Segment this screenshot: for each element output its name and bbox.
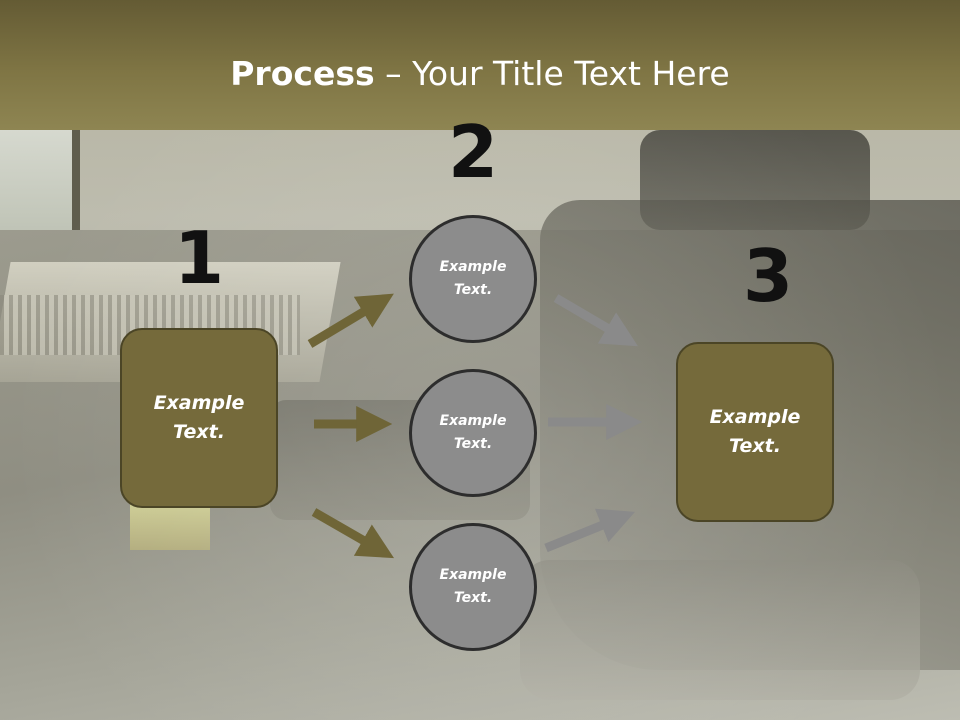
step-number-3: 3 [742, 234, 794, 318]
step-1-box-line1: Example [153, 392, 245, 414]
circle-top-line2: Text. [453, 282, 493, 298]
title-band [0, 0, 960, 130]
circle-bottom-line2: Text. [453, 590, 493, 606]
step-3-box[interactable]: Example Text. [676, 342, 834, 522]
step-1-box[interactable]: Example Text. [120, 328, 278, 508]
step-3-box-line1: Example [709, 406, 801, 428]
circle-top-line1: Example [439, 259, 507, 275]
step-number-2: 2 [447, 110, 499, 194]
arrow-circle-top-to-3 [553, 294, 638, 347]
step-1-box-line2: Text. [173, 421, 225, 443]
arrow-circle-bottom-to-3 [544, 508, 636, 553]
circle-middle-line2: Text. [453, 436, 493, 452]
circle-top[interactable]: Example Text. [409, 215, 537, 343]
step-number-1: 1 [173, 216, 225, 300]
circle-bottom[interactable]: Example Text. [409, 523, 537, 651]
bg-microscope-base [520, 560, 920, 700]
arrow-1-to-circle-bottom [311, 508, 395, 559]
slide-title-rest: – Your Title Text Here [374, 54, 730, 93]
bg-glass [130, 500, 210, 550]
slide-title-bold: Process [230, 54, 375, 93]
circle-bottom-line1: Example [439, 567, 507, 583]
circle-middle-line1: Example [439, 413, 507, 429]
circle-middle[interactable]: Example Text. [409, 369, 537, 497]
arrow-1-to-circle-top [307, 293, 394, 348]
bg-microscope-head [640, 130, 870, 230]
step-3-box-line2: Text. [729, 435, 781, 457]
slide-title[interactable]: Process – Your Title Text Here [0, 52, 960, 96]
